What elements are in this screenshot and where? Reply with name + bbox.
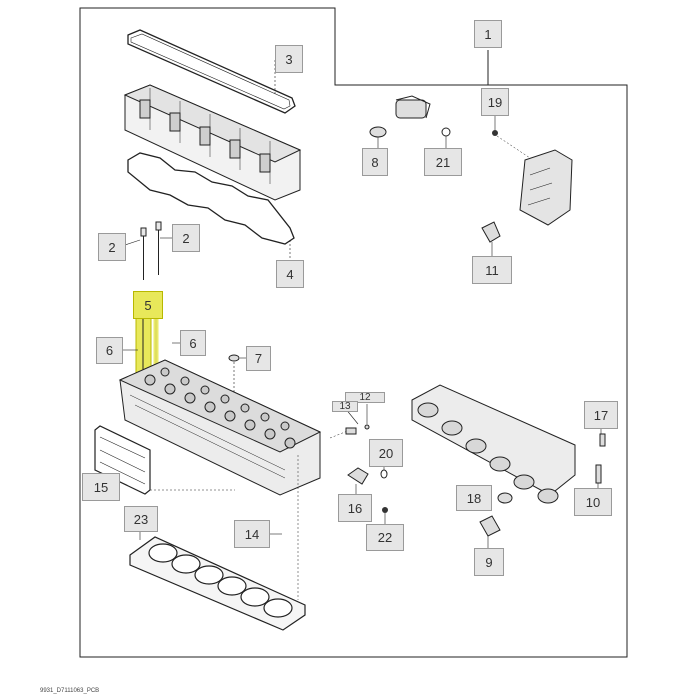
gasket-18-9	[479, 492, 513, 537]
diagram-frame	[79, 7, 628, 658]
callout-22: 22	[366, 524, 404, 551]
thermostat-housing	[369, 95, 451, 138]
stud-12-13	[345, 424, 370, 435]
callout-12: 12	[345, 392, 385, 403]
callout-23: 23	[124, 506, 158, 532]
callout-17: 17	[584, 401, 618, 429]
reference-code: 9931_D7111063_PCB	[40, 688, 100, 694]
outlet-gasket-16	[347, 467, 369, 485]
callout-15: 15	[82, 473, 120, 501]
callout-5-highlighted: 5	[133, 291, 163, 319]
callout-6-left: 6	[96, 337, 123, 364]
callout-10: 10	[574, 488, 612, 516]
callout-7: 7	[246, 346, 271, 371]
callout-20: 20	[369, 439, 403, 467]
callout-4: 4	[276, 260, 304, 288]
callout-13: 13	[332, 401, 358, 412]
callout-2-right: 2	[172, 224, 200, 252]
callout-11: 11	[472, 256, 512, 284]
callout-3: 3	[275, 45, 303, 73]
valve-cover-housing	[123, 84, 302, 201]
callout-8: 8	[362, 148, 388, 176]
valve-cover-gasket-lower	[127, 152, 295, 245]
callout-6-right: 6	[180, 330, 206, 356]
gasket-11	[481, 221, 501, 243]
callout-21: 21	[424, 148, 462, 176]
plug-7	[228, 354, 240, 362]
stud-17-10	[595, 433, 606, 484]
screw-19	[492, 130, 498, 136]
valve-cover-gasket-top	[127, 29, 296, 114]
callout-1: 1	[474, 20, 502, 48]
callout-18: 18	[456, 485, 492, 511]
cylinder-head	[118, 359, 322, 496]
head-gasket	[129, 536, 306, 631]
callout-16: 16	[338, 494, 372, 522]
head-bolts	[140, 221, 162, 280]
callout-19: 19	[481, 88, 509, 116]
water-outlet-housing	[519, 149, 573, 226]
callout-2-left: 2	[98, 233, 126, 261]
callout-14: 14	[234, 520, 270, 548]
callout-9: 9	[474, 548, 504, 576]
exhaust-manifold	[411, 384, 576, 504]
